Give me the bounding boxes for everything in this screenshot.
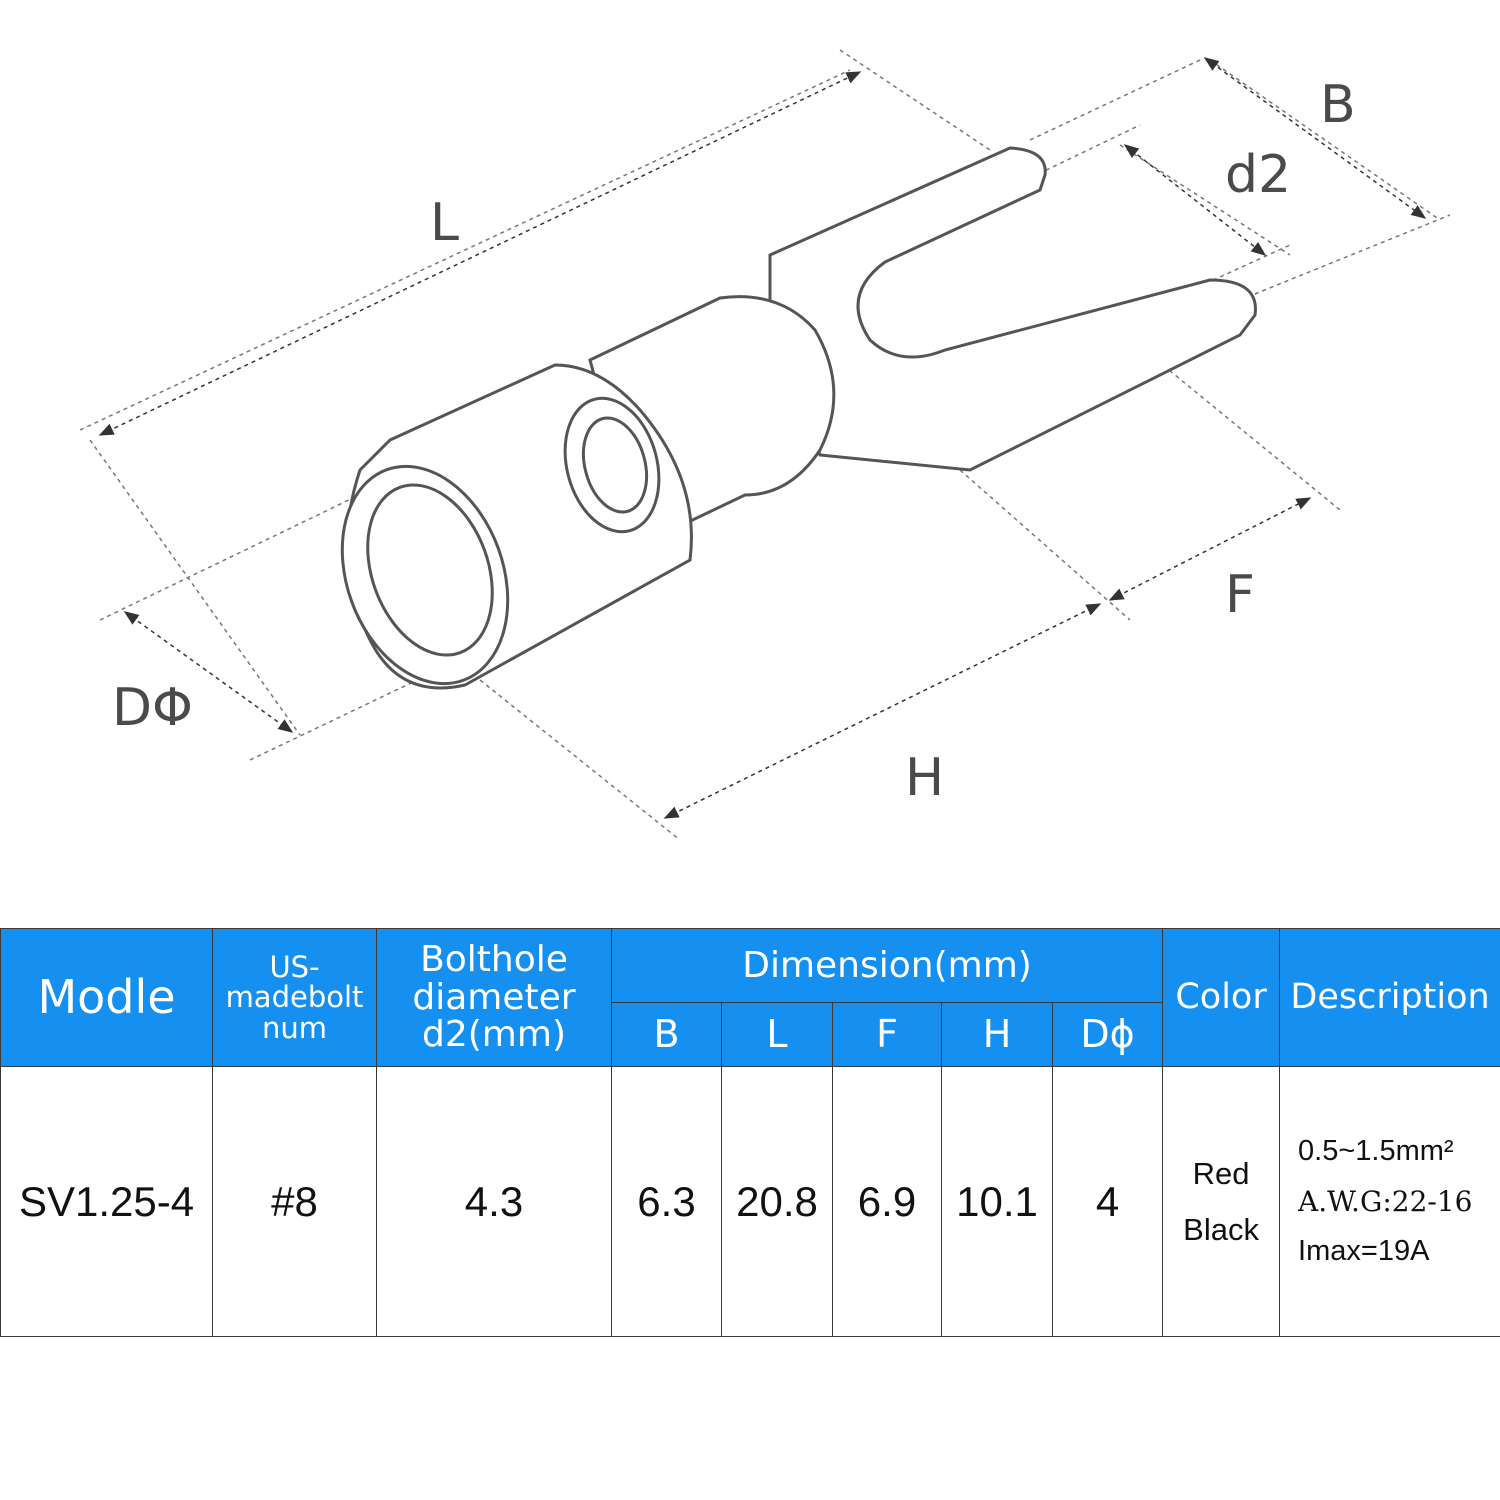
header-dim-h: H xyxy=(941,1002,1053,1067)
dim-label-d2: d2 xyxy=(1225,145,1291,205)
color-black: Black xyxy=(1183,1211,1259,1247)
spec-table: Modle US- madebolt num Bolthole diameter… xyxy=(0,928,1500,1337)
header-dim-b: B xyxy=(611,1002,722,1067)
dim-label-F: F xyxy=(1225,565,1255,625)
desc-awg: A.W.G:22-16 xyxy=(1298,1185,1473,1218)
desc-wire-range: 0.5~1.5mm² xyxy=(1298,1135,1454,1168)
header-us-bolt-line1: US- xyxy=(269,949,320,984)
cell-dim-l: 20.8 xyxy=(721,1066,833,1337)
header-us-bolt-line3: num xyxy=(261,1010,327,1045)
header-dim-d: Dϕ xyxy=(1051,1002,1164,1067)
cell-bolthole: 4.3 xyxy=(376,1066,612,1337)
header-us-bolt: US- madebolt num xyxy=(212,928,377,1067)
header-dim-f: F xyxy=(832,1002,942,1067)
dim-label-H: H xyxy=(905,748,944,808)
terminal-body xyxy=(340,146,1257,690)
color-red: Red xyxy=(1192,1155,1250,1191)
dim-label-L: L xyxy=(430,193,459,253)
dimension-arrows xyxy=(98,57,1427,819)
header-description: Description xyxy=(1279,928,1500,1067)
dim-label-D: DΦ xyxy=(112,678,193,738)
header-dim-l: L xyxy=(721,1002,833,1067)
cell-description: 0.5~1.5mm² A.W.G:22-16 Imax=19A xyxy=(1279,1066,1500,1337)
cell-dim-h: 10.1 xyxy=(941,1066,1053,1337)
cell-dim-b: 6.3 xyxy=(611,1066,722,1337)
cell-dim-d: 4 xyxy=(1051,1066,1164,1337)
header-bolthole-line1: Bolthole xyxy=(420,938,568,980)
header-color: Color xyxy=(1162,928,1281,1067)
cell-model: SV1.25-4 xyxy=(0,1066,213,1337)
header-bolthole-line3: d2(mm) xyxy=(422,1014,566,1056)
header-us-bolt-line2: madebolt xyxy=(225,980,364,1015)
cell-dim-f: 6.9 xyxy=(832,1066,942,1337)
header-model: Modle xyxy=(0,928,213,1067)
dim-label-B: B xyxy=(1320,75,1356,135)
spade-terminal-drawing: L B d2 F DΦ H xyxy=(79,49,1451,841)
header-bolthole: Bolthole diameter d2(mm) xyxy=(376,928,612,1067)
cell-color: Red Black xyxy=(1162,1066,1281,1337)
cell-us-bolt: #8 xyxy=(212,1066,377,1337)
desc-imax: Imax=19A xyxy=(1298,1235,1430,1267)
header-bolthole-line2: diameter xyxy=(412,976,576,1018)
table-row: SV1.25-4 #8 4.3 6.3 20.8 6.9 10.1 4 Red … xyxy=(0,1066,1500,1337)
header-dimension: Dimension(mm) xyxy=(610,928,1164,1003)
